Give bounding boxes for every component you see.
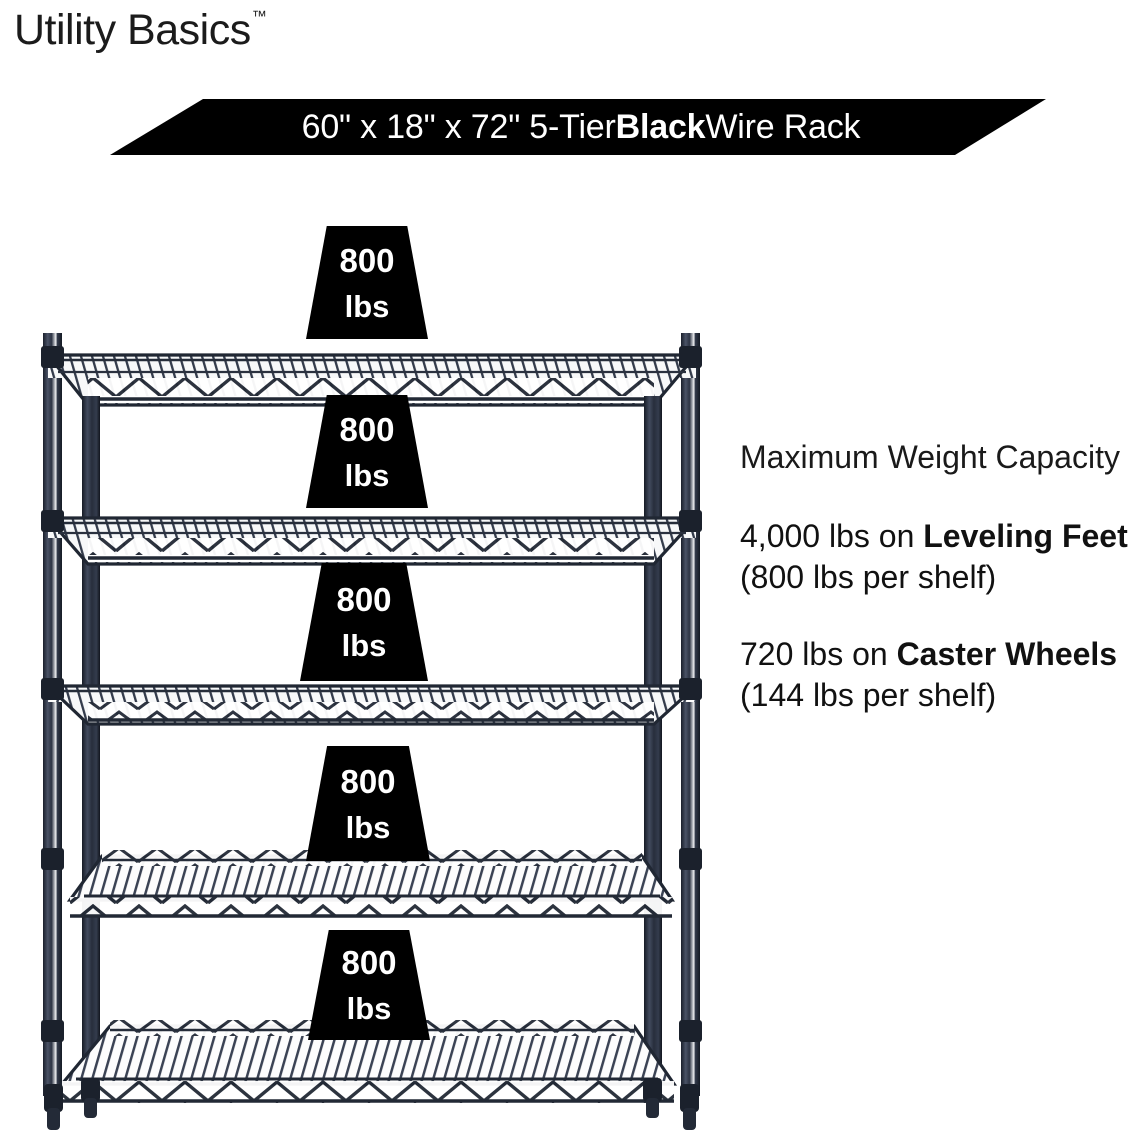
capacity-heading: Maximum Weight Capacity — [740, 439, 1120, 475]
badge-unit: lbs — [341, 628, 387, 663]
leveling-lead: 4,000 lbs on — [740, 518, 924, 554]
caster-tail: (144 lbs per shelf) — [740, 677, 997, 713]
product-title-banner: 60" x 18" x 72" 5-Tier Black Wire Rack — [110, 99, 1046, 155]
badge-unit: lbs — [345, 809, 391, 845]
brand-logo: Utility Basics™ — [14, 6, 267, 55]
caster-bold: Caster Wheels — [896, 636, 1118, 672]
badge-unit: lbs — [344, 288, 390, 324]
banner-text-tail: Wire Rack — [705, 107, 861, 146]
capacity-info-column: Maximum Weight Capacity 4,000 lbs on Lev… — [740, 437, 1137, 752]
weight-badge-shelf-2: 800 lbs — [306, 395, 428, 508]
leveling-tail: (800 lbs per shelf) — [740, 559, 997, 595]
leveling-foot-back-left — [47, 1108, 60, 1130]
leveling-feet — [44, 1078, 699, 1130]
badge-value: 800 — [336, 581, 392, 618]
weight-badge-shelf-4: 800 lbs — [306, 746, 430, 861]
shelf-5 — [41, 1020, 702, 1103]
badge-shape — [306, 226, 428, 339]
post-front-left — [82, 396, 100, 1102]
badge-unit: lbs — [344, 457, 390, 493]
badge-shape — [306, 395, 428, 508]
post-back-left — [43, 333, 62, 1096]
shelf-3 — [41, 678, 702, 726]
post-front-right — [644, 396, 662, 1102]
capacity-caster-wheels: 720 lbs on Caster Wheels (144 lbs per sh… — [740, 634, 1137, 716]
weight-badge-shelf-1: 800 lbs — [306, 226, 428, 339]
badge-value: 800 — [341, 944, 397, 981]
badge-unit: lbs — [346, 991, 392, 1026]
badge-value: 800 — [339, 241, 395, 279]
leveling-bold: Leveling Feet — [923, 518, 1128, 554]
shelf-2 — [41, 510, 702, 566]
badge-value: 800 — [340, 762, 396, 800]
banner-shape — [110, 99, 1046, 155]
caster-lead: 720 lbs on — [740, 636, 897, 672]
trademark-symbol: ™ — [251, 7, 267, 25]
leveling-foot-front-right — [646, 1098, 659, 1118]
post-back-right — [681, 333, 700, 1096]
banner-text-emphasis: Black — [615, 107, 706, 146]
leveling-foot-back-right — [683, 1108, 696, 1130]
capacity-leveling-feet: 4,000 lbs on Leveling Feet (800 lbs per … — [740, 516, 1137, 598]
banner-text-lead: 60" x 18" x 72" 5-Tier — [301, 107, 616, 146]
weight-badge-shelf-5: 800 lbs — [308, 930, 430, 1040]
leveling-foot-front-left — [84, 1098, 97, 1118]
weight-badge-shelf-3: 800 lbs — [300, 563, 428, 681]
banner-text: 60" x 18" x 72" 5-Tier Black Wire Rack — [110, 99, 1046, 155]
badge-shape — [308, 930, 430, 1040]
brand-name: Utility Basics — [14, 6, 251, 54]
badge-value: 800 — [339, 410, 395, 448]
badge-shape — [306, 746, 430, 861]
badge-shape — [300, 563, 428, 681]
